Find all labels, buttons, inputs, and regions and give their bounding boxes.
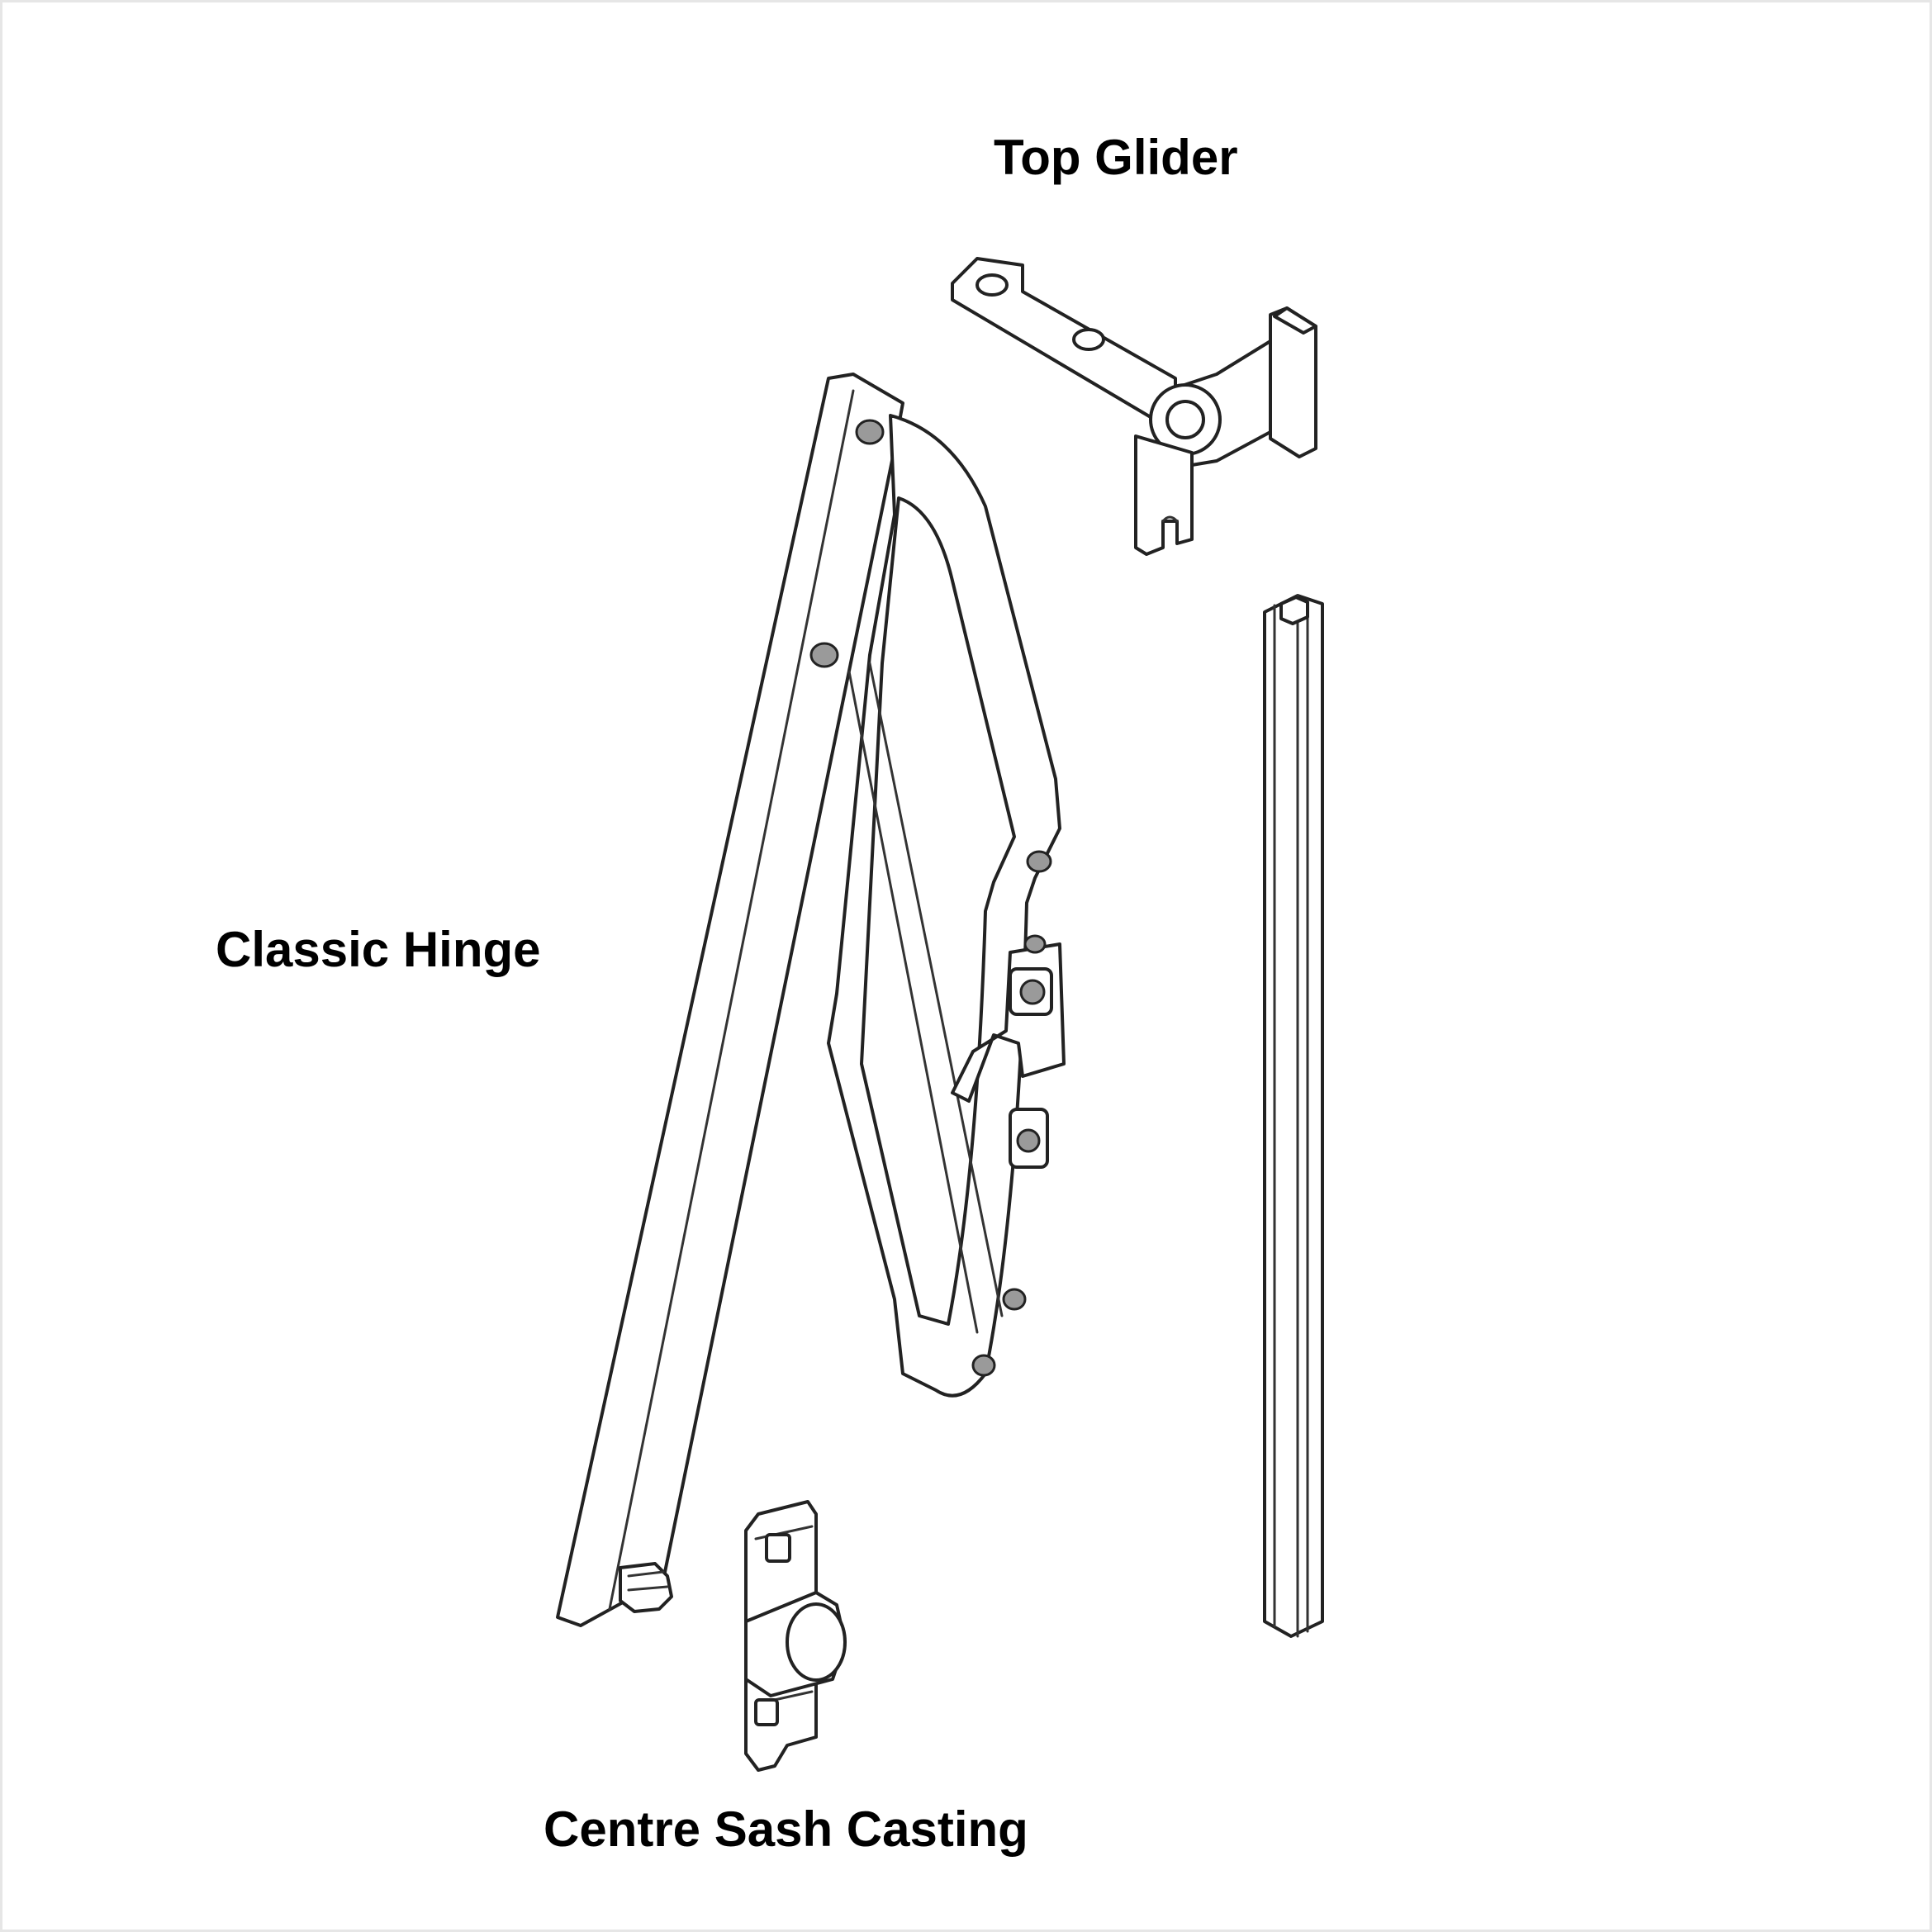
classic-hinge-label: Classic Hinge <box>216 922 541 977</box>
top-glider-part <box>951 257 1317 556</box>
top-glider-label: Top Glider <box>994 130 1238 185</box>
centre-sash-casting-label: Centre Sash Casting <box>544 1801 1028 1857</box>
classic-hinge-part <box>556 373 1066 1627</box>
track-channel-part <box>1263 594 1324 1638</box>
centre-sash-casting-part <box>744 1500 847 1772</box>
